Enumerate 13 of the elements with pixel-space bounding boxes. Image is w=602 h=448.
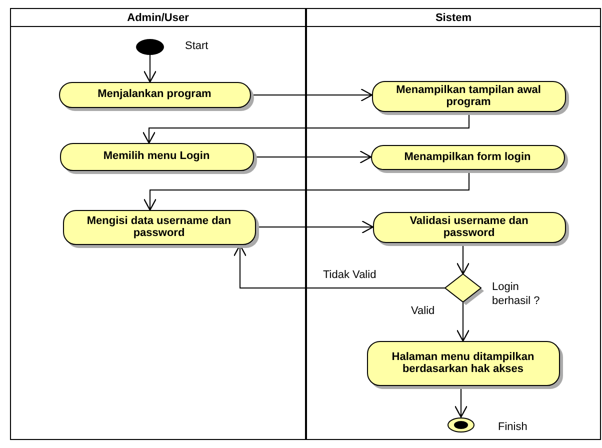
lane-title: Admin/User bbox=[11, 9, 305, 27]
edge-label: Tidak Valid bbox=[322, 269, 378, 281]
swimlane bbox=[306, 8, 601, 440]
node-caption: Finish bbox=[498, 421, 528, 435]
swimlane bbox=[10, 8, 306, 440]
node-caption: Start bbox=[185, 40, 210, 54]
arrow bbox=[456, 302, 470, 342]
edge-label: Valid bbox=[410, 305, 436, 317]
lane-title: Sistem bbox=[307, 9, 600, 27]
end-node bbox=[446, 416, 474, 432]
start-node bbox=[136, 38, 164, 54]
node-caption: Login berhasil ? bbox=[492, 281, 541, 308]
arrow bbox=[143, 54, 157, 83]
